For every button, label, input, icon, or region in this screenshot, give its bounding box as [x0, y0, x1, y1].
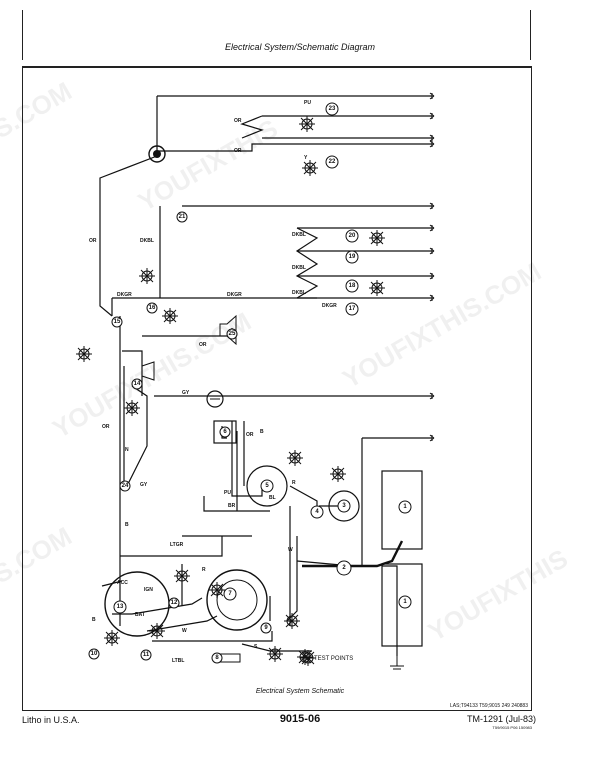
svg-text:PU: PU [224, 490, 231, 496]
svg-text:DKGR: DKGR [322, 303, 337, 309]
svg-text:W: W [182, 628, 187, 634]
svg-text:11: 11 [143, 652, 150, 658]
legend-test-points: TEST POINTS [314, 656, 353, 662]
svg-text:ACC: ACC [117, 580, 128, 586]
svg-text:DKGR: DKGR [227, 292, 242, 298]
svg-text:OR: OR [234, 148, 242, 154]
regulator [246, 465, 288, 507]
diagram-caption: Electrical System Schematic [255, 688, 345, 695]
svg-text:DKBL: DKBL [140, 238, 154, 244]
header-left-rule [22, 10, 23, 60]
svg-text:6: 6 [223, 429, 227, 435]
svg-text:DKBL: DKBL [292, 290, 306, 296]
page-number: 9015-06 [279, 713, 321, 725]
svg-text:R: R [292, 480, 296, 486]
svg-text:7: 7 [228, 591, 232, 597]
svg-text:LTBL: LTBL [172, 658, 184, 664]
component-numbers: 1 1 2 3 4 5 6 7 8 9 10 11 12 13 14 15 16… [88, 102, 412, 664]
page-title: Electrical System/Schematic Diagram [224, 42, 376, 52]
svg-text:21: 21 [179, 214, 186, 220]
svg-text:BAT: BAT [135, 612, 145, 618]
svg-text:PU: PU [304, 100, 311, 106]
svg-text:1: 1 [403, 599, 407, 605]
svg-text:10: 10 [91, 651, 98, 657]
svg-text:OR: OR [234, 118, 242, 124]
svg-text:S: S [254, 644, 258, 650]
reference-code: LAS;T94133 T59;9015 249 240883 [449, 703, 528, 709]
manual-number: TM-1291 (Jul-83) [466, 714, 536, 724]
svg-text:2: 2 [342, 565, 346, 571]
svg-text:3: 3 [342, 503, 346, 509]
svg-text:15: 15 [114, 319, 121, 325]
svg-text:Y: Y [304, 155, 308, 161]
svg-text:LTGR: LTGR [170, 542, 184, 548]
svg-text:DKBL: DKBL [292, 232, 306, 238]
svg-text:R: R [202, 567, 206, 573]
svg-text:W: W [288, 547, 293, 553]
svg-text:OR: OR [199, 342, 207, 348]
wire-labels: OR OR PU Y DKBL DKBL DKBL DKGR DKGR DKGR… [89, 100, 337, 664]
diagram-frame [22, 66, 532, 711]
battery-1-bottom [381, 563, 423, 647]
svg-text:12: 12 [171, 600, 178, 606]
svg-text:8: 8 [215, 655, 219, 661]
svg-text:19: 19 [349, 254, 356, 260]
alternator [206, 569, 268, 631]
manual-subcode: T59/9015 P06 150983 [492, 725, 532, 730]
svg-text:BR: BR [228, 503, 236, 509]
svg-text:B: B [260, 429, 264, 435]
svg-text:24: 24 [122, 483, 129, 489]
svg-text:GY: GY [182, 390, 190, 396]
svg-text:IGN: IGN [144, 587, 153, 593]
svg-text:16: 16 [149, 305, 156, 311]
svg-text:5: 5 [265, 483, 269, 489]
electrical-schematic: 1 1 2 3 4 5 6 7 8 9 10 11 12 13 14 15 16… [75, 92, 435, 670]
svg-text:25: 25 [229, 331, 236, 337]
svg-text:20: 20 [349, 233, 356, 239]
svg-text:9: 9 [264, 625, 268, 631]
svg-text:17: 17 [349, 306, 356, 312]
starter-motor [328, 490, 360, 522]
svg-text:OR: OR [89, 238, 97, 244]
svg-text:1: 1 [403, 504, 407, 510]
svg-text:B: B [125, 522, 129, 528]
svg-text:18: 18 [349, 283, 356, 289]
svg-text:4: 4 [315, 509, 319, 515]
svg-text:N: N [125, 447, 129, 453]
svg-text:DKBL: DKBL [292, 265, 306, 271]
svg-text:OR: OR [246, 432, 254, 438]
svg-text:22: 22 [329, 159, 336, 165]
header-right-rule [530, 10, 531, 60]
svg-text:OR: OR [102, 424, 110, 430]
svg-text:GY: GY [140, 482, 148, 488]
wiring [99, 95, 432, 656]
svg-text:14: 14 [134, 381, 141, 387]
battery-1-top [381, 470, 423, 550]
svg-text:BL: BL [269, 495, 276, 501]
svg-text:13: 13 [117, 604, 124, 610]
footer-left: Litho in U.S.A. [22, 715, 80, 725]
svg-text:DKGR: DKGR [117, 292, 132, 298]
key-switch-symbol [148, 145, 166, 163]
svg-text:23: 23 [329, 106, 336, 112]
svg-text:B: B [92, 617, 96, 623]
